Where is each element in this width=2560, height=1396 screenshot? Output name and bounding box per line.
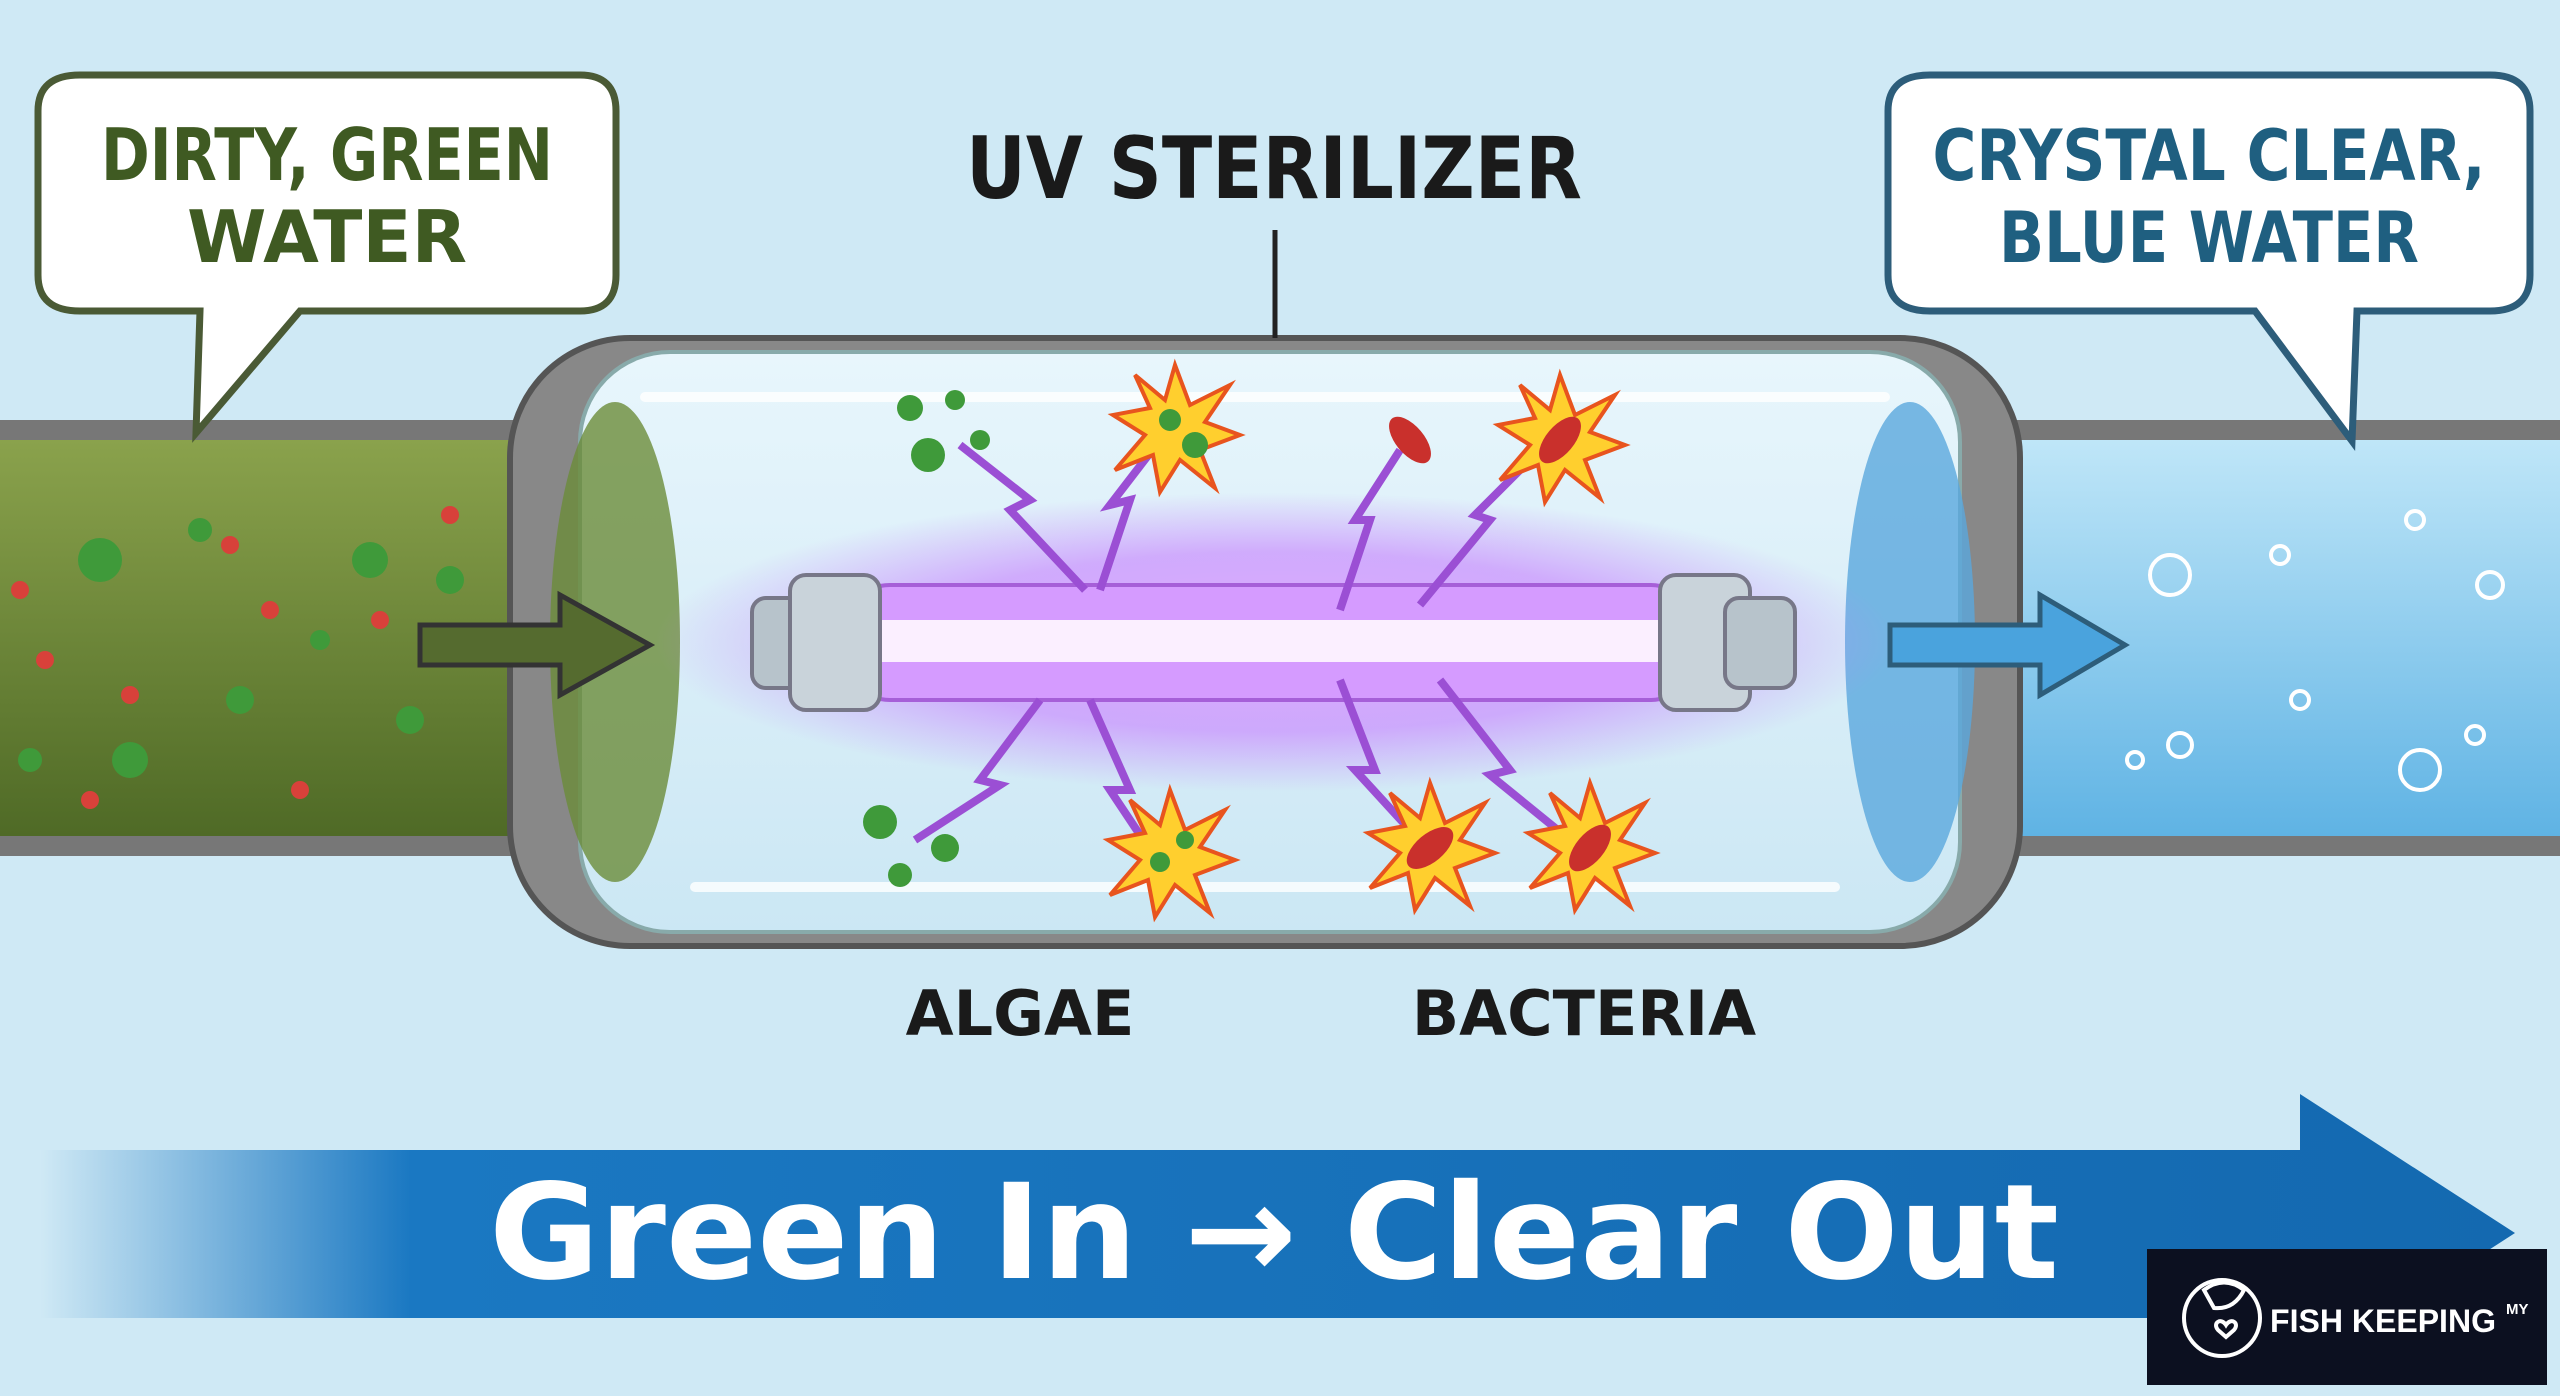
fish-logo-icon bbox=[2182, 1278, 2262, 1358]
flow-banner: Green In → Clear Out bbox=[40, 1094, 2515, 1372]
fishkeeping-logo: FISH KEEPING MY bbox=[2147, 1249, 2547, 1385]
uv-rays bbox=[912, 437, 1573, 853]
right-callout-line1: CRYSTAL CLEAR, bbox=[1933, 115, 2486, 197]
algae-cells bbox=[863, 390, 990, 887]
logo-text: FISH KEEPING bbox=[2270, 1303, 2496, 1339]
left-callout-line2: WATER bbox=[187, 195, 467, 279]
left-callout-line1: DIRTY, GREEN bbox=[101, 113, 553, 197]
bacteria-label: BACTERIA bbox=[1412, 977, 1756, 1050]
inflow-arrow bbox=[417, 590, 656, 700]
uv-lamp bbox=[655, 492, 1895, 792]
algae-label: ALGAE bbox=[906, 977, 1135, 1050]
outflow-arrow bbox=[1887, 590, 2130, 700]
banner-text: Green In → Clear Out bbox=[489, 1156, 2059, 1310]
right-callout: CRYSTAL CLEAR, BLUE WATER bbox=[1884, 71, 2534, 452]
title-label: UV STERILIZER bbox=[966, 119, 1582, 219]
destroyed-organisms bbox=[1102, 358, 1661, 923]
left-callout: DIRTY, GREEN WATER bbox=[34, 71, 620, 443]
logo-suffix: MY bbox=[2506, 1301, 2529, 1318]
right-callout-line2: BLUE WATER bbox=[1999, 197, 2419, 279]
